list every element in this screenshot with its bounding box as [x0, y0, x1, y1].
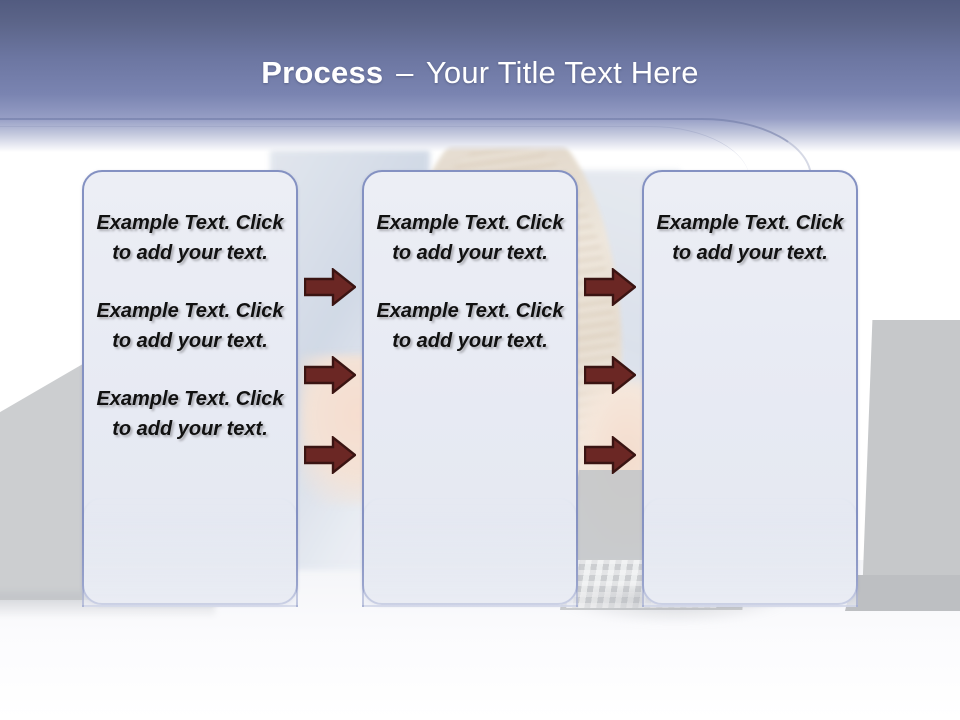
page-title-bold: Process [261, 55, 384, 90]
page-title: Process – Your Title Text Here [0, 54, 960, 92]
page-title-rest: Your Title Text Here [425, 55, 699, 90]
process-step-3-content: Example Text. Click to add your text. [654, 208, 846, 268]
right-arrow-icon-glyph [304, 268, 356, 306]
laptop-right-base [845, 575, 960, 611]
process-step-2-content: Example Text. Click to add your text. Ex… [374, 208, 566, 356]
right-arrow-icon[interactable] [304, 356, 356, 394]
process-step-1-text-3[interactable]: Example Text. Click to add your text. [96, 388, 284, 440]
process-step-1-text-1[interactable]: Example Text. Click to add your text. [96, 212, 284, 264]
page-title-separator: – [396, 55, 414, 90]
process-step-2[interactable]: Example Text. Click to add your text. Ex… [362, 170, 578, 605]
right-arrow-icon-glyph [304, 356, 356, 394]
right-arrow-icon-glyph [304, 436, 356, 474]
process-step-2-text-2[interactable]: Example Text. Click to add your text. [376, 300, 564, 352]
right-arrow-icon[interactable] [304, 268, 356, 306]
process-step-1-content: Example Text. Click to add your text. Ex… [94, 208, 286, 444]
right-arrow-icon-glyph [584, 268, 636, 306]
right-arrow-icon[interactable] [584, 436, 636, 474]
right-arrow-icon[interactable] [584, 356, 636, 394]
process-step-2-text-1[interactable]: Example Text. Click to add your text. [376, 212, 564, 264]
process-step-1[interactable]: Example Text. Click to add your text. Ex… [82, 170, 298, 605]
process-step-3-text-1[interactable]: Example Text. Click to add your text. [656, 212, 844, 264]
right-arrow-icon-glyph [584, 436, 636, 474]
right-arrow-icon-glyph [584, 356, 636, 394]
process-step-1-text-2[interactable]: Example Text. Click to add your text. [96, 300, 284, 352]
right-arrow-icon[interactable] [304, 436, 356, 474]
laptop-right [862, 320, 960, 600]
right-arrow-icon[interactable] [584, 268, 636, 306]
process-step-3[interactable]: Example Text. Click to add your text. [642, 170, 858, 605]
